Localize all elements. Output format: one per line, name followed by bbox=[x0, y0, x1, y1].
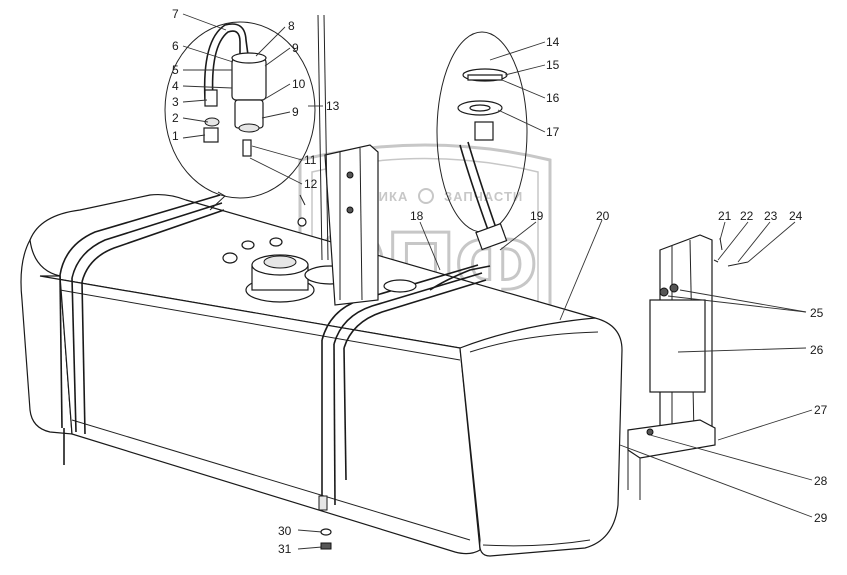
callout-labels: 1 2 3 4 5 6 7 8 9 9 10 11 12 13 14 15 16… bbox=[172, 7, 828, 556]
callout-1: 1 bbox=[172, 129, 179, 143]
callout-22: 22 bbox=[740, 209, 754, 223]
bracket-center bbox=[317, 14, 379, 306]
callout-28: 28 bbox=[814, 474, 828, 488]
callout-14: 14 bbox=[546, 35, 560, 49]
callout-6: 6 bbox=[172, 39, 179, 53]
callout-17: 17 bbox=[546, 125, 560, 139]
callout-26: 26 bbox=[810, 343, 824, 357]
callout-9-upper: 9 bbox=[292, 41, 299, 55]
callout-11: 11 bbox=[304, 153, 317, 167]
callout-24: 24 bbox=[789, 209, 803, 223]
callout-10: 10 bbox=[292, 77, 306, 91]
callout-25: 25 bbox=[810, 306, 824, 320]
strap-right bbox=[318, 264, 487, 511]
callout-29: 29 bbox=[814, 511, 828, 525]
gear-icon bbox=[418, 188, 434, 204]
callout-7: 7 bbox=[172, 7, 179, 21]
inset-filler-neck bbox=[436, 31, 528, 251]
callout-31: 31 bbox=[278, 542, 292, 556]
callout-8: 8 bbox=[288, 19, 295, 33]
callout-13: 13 bbox=[326, 99, 340, 113]
callout-4: 4 bbox=[172, 79, 179, 93]
callout-23: 23 bbox=[764, 209, 778, 223]
callout-16: 16 bbox=[546, 91, 560, 105]
callout-5: 5 bbox=[172, 63, 179, 77]
callout-20: 20 bbox=[596, 209, 610, 223]
fuel-tank bbox=[20, 193, 623, 557]
strap-left bbox=[59, 194, 225, 465]
watermark-line2: ЗАПЧАСТИ bbox=[444, 189, 523, 204]
callout-19: 19 bbox=[530, 209, 544, 223]
callout-3: 3 bbox=[172, 95, 179, 109]
callout-27: 27 bbox=[814, 403, 828, 417]
callout-18: 18 bbox=[410, 209, 424, 223]
leader-lines bbox=[182, 13, 813, 550]
callout-21: 21 bbox=[718, 209, 732, 223]
callout-2: 2 bbox=[172, 111, 179, 125]
callout-30: 30 bbox=[278, 524, 292, 538]
bracket-right bbox=[627, 234, 749, 500]
callout-15: 15 bbox=[546, 58, 560, 72]
callout-9-lower: 9 bbox=[292, 105, 299, 119]
callout-12: 12 bbox=[304, 177, 318, 191]
